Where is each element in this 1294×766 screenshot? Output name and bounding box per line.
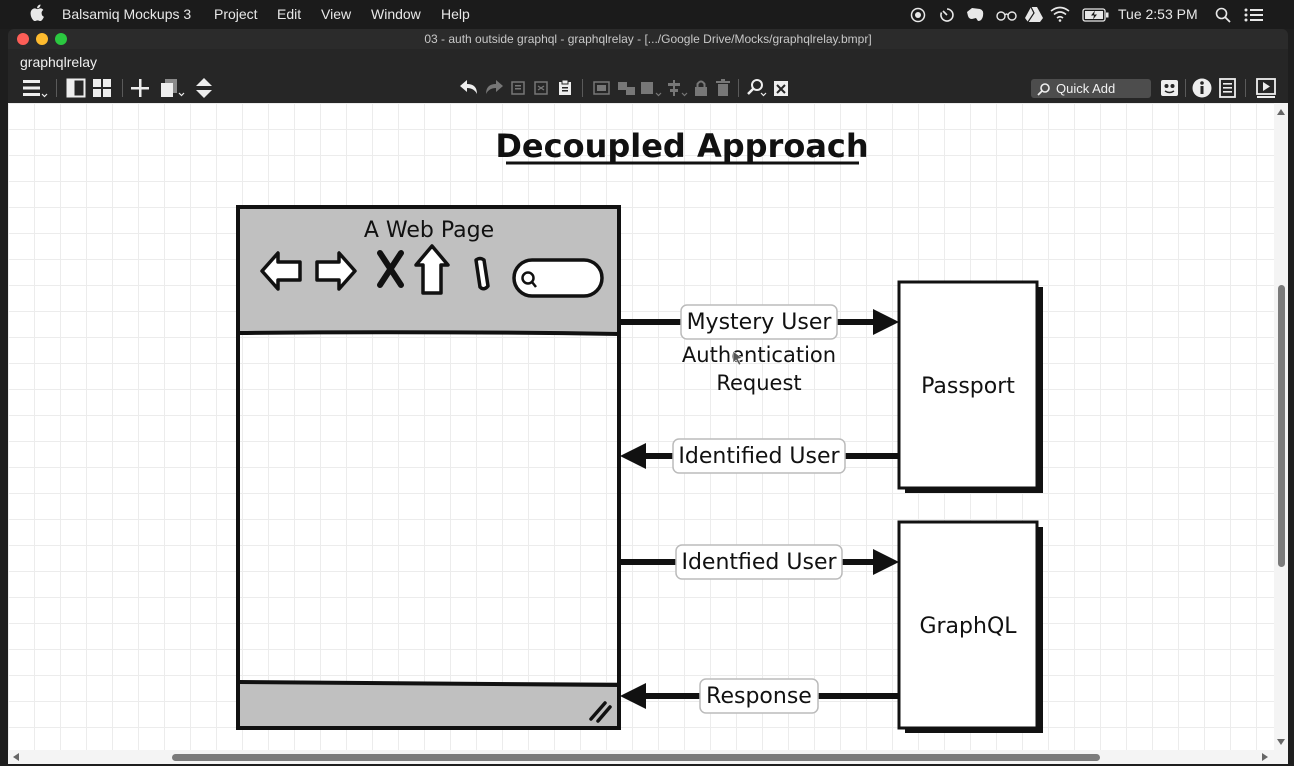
redo-icon[interactable] — [483, 77, 505, 99]
window-title: 03 - auth outside graphql - graphqlrelay… — [424, 32, 872, 46]
user-presence-icon[interactable] — [1159, 77, 1181, 99]
identfied-user-arrow[interactable]: Identfied User — [619, 544, 899, 580]
delete-icon[interactable] — [714, 77, 732, 99]
graphql-box[interactable]: GraphQL — [897, 520, 1043, 733]
project-bar: graphqlrelay — [8, 49, 1288, 73]
presentation-mode-icon[interactable] — [1255, 77, 1277, 99]
battery-icon[interactable] — [1082, 8, 1110, 22]
identified-user-label: Identified User — [678, 444, 840, 469]
notification-center-icon[interactable] — [1244, 8, 1264, 22]
mac-menu-bar: Balsamiq Mockups 3 Project Edit View Win… — [0, 0, 1294, 29]
evernote-icon[interactable] — [964, 6, 988, 24]
scroll-right-icon[interactable] — [1262, 753, 1268, 761]
home-icon[interactable] — [414, 244, 450, 295]
quick-add-placeholder: Quick Add — [1056, 81, 1116, 96]
identified-user-arrow[interactable]: Identified User — [620, 438, 899, 474]
scroll-down-icon[interactable] — [1277, 739, 1285, 745]
close-window-button[interactable] — [17, 33, 29, 45]
browser-title[interactable]: A Web Page — [364, 218, 494, 243]
grid-view-icon[interactable] — [92, 77, 114, 99]
resize-grip-icon[interactable] — [589, 701, 612, 723]
cut-icon[interactable] — [532, 77, 550, 99]
info-icon[interactable] — [1191, 77, 1213, 99]
notes-panel-icon[interactable] — [1217, 77, 1239, 99]
copy-icon[interactable] — [509, 77, 527, 99]
paste-icon[interactable] — [556, 77, 574, 99]
mockup-drawing: Decoupled Approach A Web Page — [236, 127, 1043, 733]
search-icon — [1037, 83, 1050, 96]
auth-request-line1: Authentication — [682, 343, 836, 367]
arrange-icon[interactable] — [194, 77, 214, 99]
window-title-bar: 03 - auth outside graphql - graphqlrelay… — [8, 29, 1288, 49]
quick-add-input[interactable]: Quick Add — [1031, 79, 1151, 98]
menu-help[interactable]: Help — [441, 6, 470, 22]
menu-edit[interactable]: Edit — [277, 6, 302, 22]
minimize-window-button[interactable] — [36, 33, 48, 45]
identfied-user-label: Identfied User — [681, 550, 837, 575]
group-icon[interactable] — [592, 77, 612, 99]
find-icon[interactable] — [746, 77, 768, 99]
menu-project[interactable]: Project — [214, 6, 258, 22]
layer-order-icon[interactable] — [640, 77, 664, 99]
auth-request-line2: Request — [716, 371, 801, 395]
passport-box[interactable]: Passport — [897, 280, 1043, 493]
horizontal-scrollbar[interactable] — [8, 750, 1274, 764]
mockup-canvas[interactable]: Decoupled Approach A Web Page — [8, 103, 1274, 750]
duplicate-icon[interactable] — [160, 77, 186, 99]
magnifier-icon — [521, 271, 535, 285]
toggle-panel-icon[interactable] — [66, 77, 88, 99]
response-label: Response — [706, 684, 812, 709]
editor-toolbar: Quick Add — [8, 73, 1288, 103]
add-icon[interactable] — [130, 77, 152, 99]
mystery-user-label: Mystery User — [687, 310, 833, 335]
scroll-up-icon[interactable] — [1277, 109, 1285, 115]
response-arrow[interactable]: Response — [620, 678, 899, 714]
hamburger-menu-icon[interactable] — [22, 77, 48, 99]
undo-icon[interactable] — [458, 77, 480, 99]
align-icon[interactable] — [666, 77, 690, 99]
spotlight-search-icon[interactable] — [1215, 7, 1231, 23]
project-name[interactable]: graphqlrelay — [20, 54, 98, 70]
timer-icon[interactable] — [938, 6, 956, 24]
menu-window[interactable]: Window — [371, 6, 421, 22]
menu-clock[interactable]: Tue 2:53 PM — [1118, 6, 1198, 22]
browser-search-box[interactable] — [512, 258, 604, 298]
glasses-icon[interactable] — [996, 8, 1018, 22]
google-drive-icon[interactable] — [1025, 6, 1043, 22]
horizontal-scroll-thumb[interactable] — [172, 754, 1100, 761]
mockup-title[interactable]: Decoupled Approach — [495, 127, 868, 165]
app-name-menu[interactable]: Balsamiq Mockups 3 — [62, 6, 192, 22]
mystery-user-arrow[interactable]: Mystery User — [619, 304, 899, 340]
vertical-scrollbar[interactable] — [1274, 103, 1288, 750]
record-icon[interactable] — [910, 7, 926, 23]
wifi-icon[interactable] — [1050, 6, 1070, 22]
apple-icon[interactable] — [30, 4, 44, 21]
back-arrow-icon[interactable] — [260, 251, 302, 291]
scrollbar-corner — [1274, 750, 1288, 764]
browser-frame — [236, 205, 621, 730]
zoom-window-button[interactable] — [55, 33, 67, 45]
scroll-left-icon[interactable] — [13, 753, 19, 761]
markup-icon[interactable] — [771, 77, 791, 99]
stop-x-icon[interactable] — [377, 250, 404, 288]
passport-label: Passport — [921, 374, 1015, 399]
mouse-cursor-icon — [732, 350, 743, 366]
lock-icon[interactable] — [692, 77, 710, 99]
ungroup-icon[interactable] — [616, 77, 638, 99]
browser-status-bar — [238, 682, 619, 728]
browser-window-mockup[interactable]: A Web Page — [236, 205, 621, 730]
graphql-label: GraphQL — [919, 614, 1017, 639]
forward-arrow-icon[interactable] — [315, 251, 357, 291]
vertical-scroll-thumb[interactable] — [1278, 285, 1285, 567]
refresh-icon[interactable] — [474, 256, 490, 291]
menu-view[interactable]: View — [321, 6, 352, 22]
